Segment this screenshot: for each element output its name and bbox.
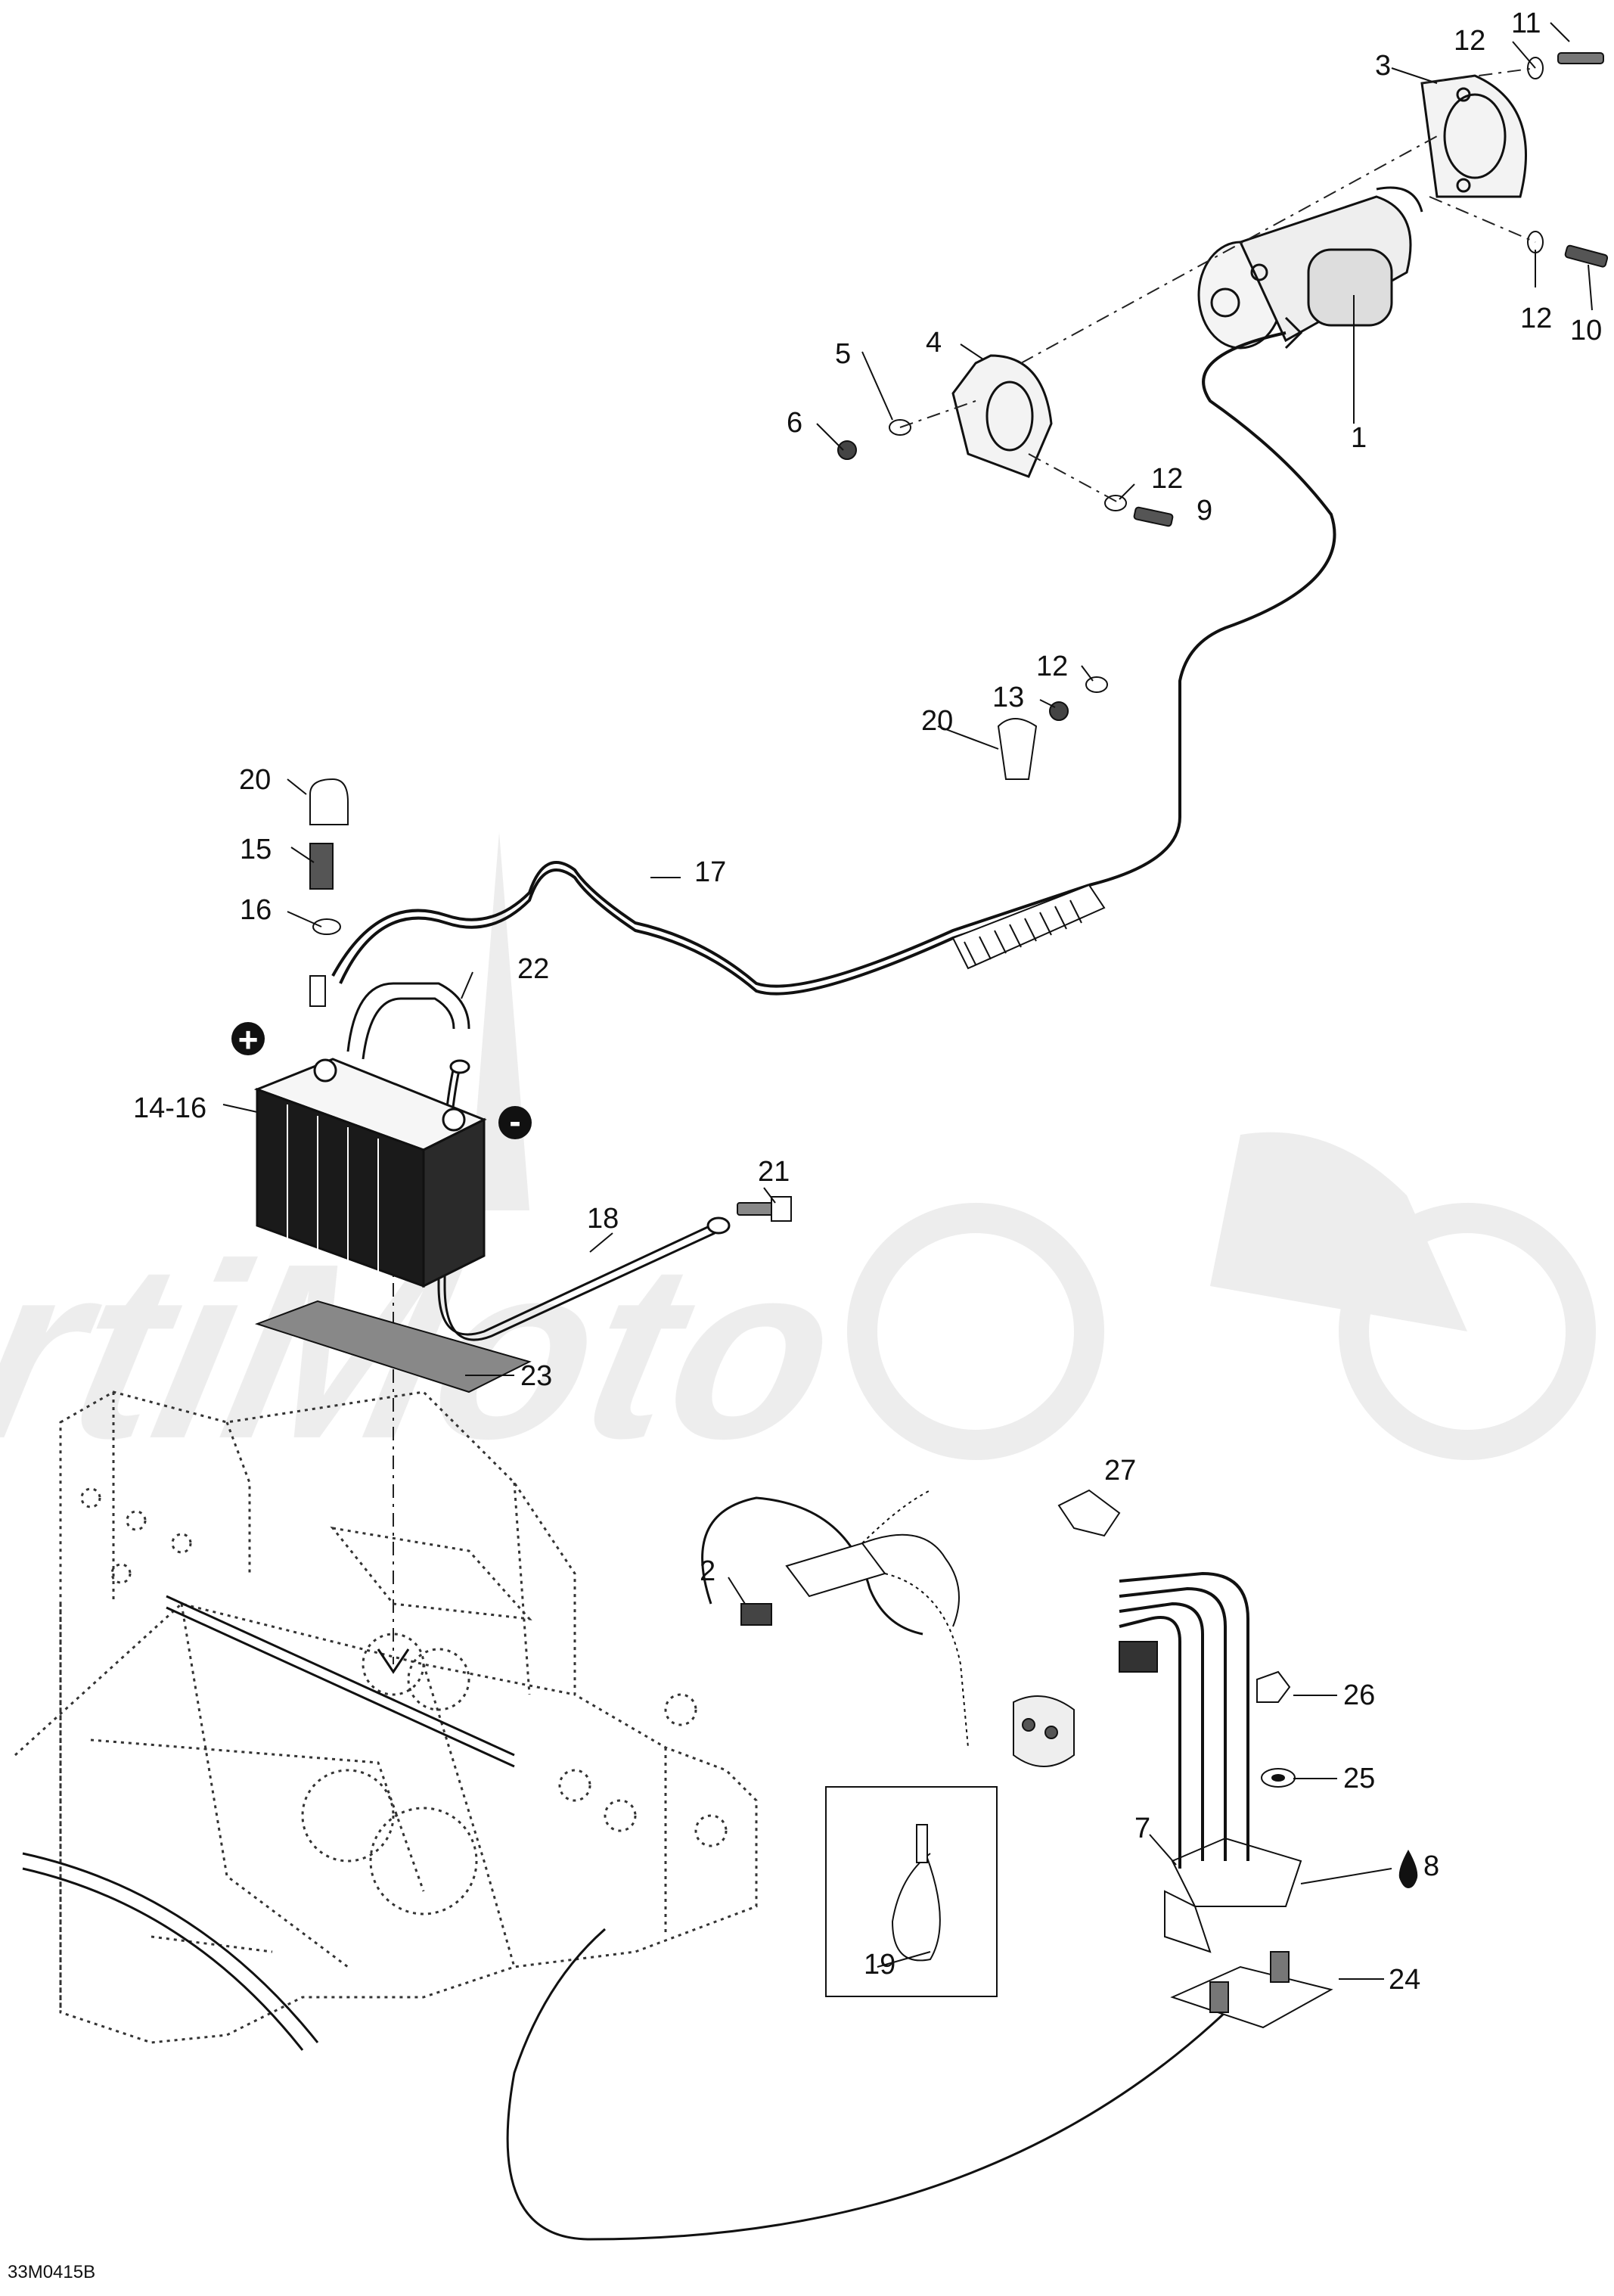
callout-17: 17 [694,856,727,888]
callout-2: 2 [700,1555,716,1587]
positive-symbol-text: + [238,1020,259,1059]
battery-strap [346,982,470,1060]
fasteners-starter [837,52,1609,721]
callout-16: 16 [240,894,272,926]
callout-21: 21 [758,1156,790,1188]
diagram-code: 33M0415B [8,2262,96,2282]
callout-9: 9 [1197,495,1213,527]
fuse-holder [740,1490,969,1748]
callout-27: 27 [1104,1455,1137,1487]
negative-symbol [498,1106,532,1139]
cable-tie-inset [825,1786,998,1997]
callout-11: 11 [1511,8,1541,39]
starter-bracket-rear [1420,74,1527,198]
starter-cable [331,331,1336,996]
callout-15: 15 [240,834,272,865]
callout-25: 25 [1343,1763,1376,1794]
install-arrows [377,1496,1227,2241]
callout-24: 24 [1389,1964,1421,1996]
battery [253,1058,487,1288]
callout-20-b: 20 [239,764,272,796]
chassis-frame [14,1390,758,2044]
regulator-base [1170,1951,1333,2029]
callout-26: 26 [1343,1679,1376,1711]
callout-10: 10 [1570,315,1603,346]
watermark: ArtiMoto [0,832,1596,1490]
callout-4: 4 [926,327,942,359]
callout-13: 13 [992,682,1025,713]
callout-5: 5 [835,338,852,370]
negative-symbol-text: - [509,1101,520,1141]
callout-6: 6 [787,407,803,439]
regulator-fasteners [1256,1670,1296,1788]
callout-8: 8 [1423,1850,1440,1882]
callout-23: 23 [520,1360,553,1392]
starter-bracket-front [951,354,1053,478]
voltage-regulator [1013,1571,1302,1953]
callout-12-d: 12 [1036,651,1069,682]
clip [1057,1489,1121,1537]
callout-18: 18 [587,1203,619,1235]
assembly-lines [393,67,1536,1664]
callout-12-b: 12 [1520,303,1553,334]
callout-7: 7 [1134,1813,1151,1844]
callout-20-a: 20 [921,705,954,737]
callout-1: 1 [1351,422,1367,454]
frame-rail [22,1595,515,2051]
callout-19: 19 [864,1949,896,1981]
callout-12-a: 12 [1454,25,1486,57]
polarity-symbols: + - [231,1020,532,1141]
cable-sleeve [951,884,1106,970]
battery-pad [254,1300,532,1393]
callout-3: 3 [1375,50,1392,82]
callout-12-c: 12 [1151,463,1184,495]
callout-14-16: 14-16 [133,1092,207,1124]
battery-fasteners [309,718,1038,1007]
callout-22: 22 [517,953,550,985]
starter-motor [1197,186,1423,350]
drop-icon [1398,1850,1418,1888]
positive-symbol [231,1022,265,1055]
ground-bolt [737,1196,792,1222]
leader-lines [222,22,1593,1980]
